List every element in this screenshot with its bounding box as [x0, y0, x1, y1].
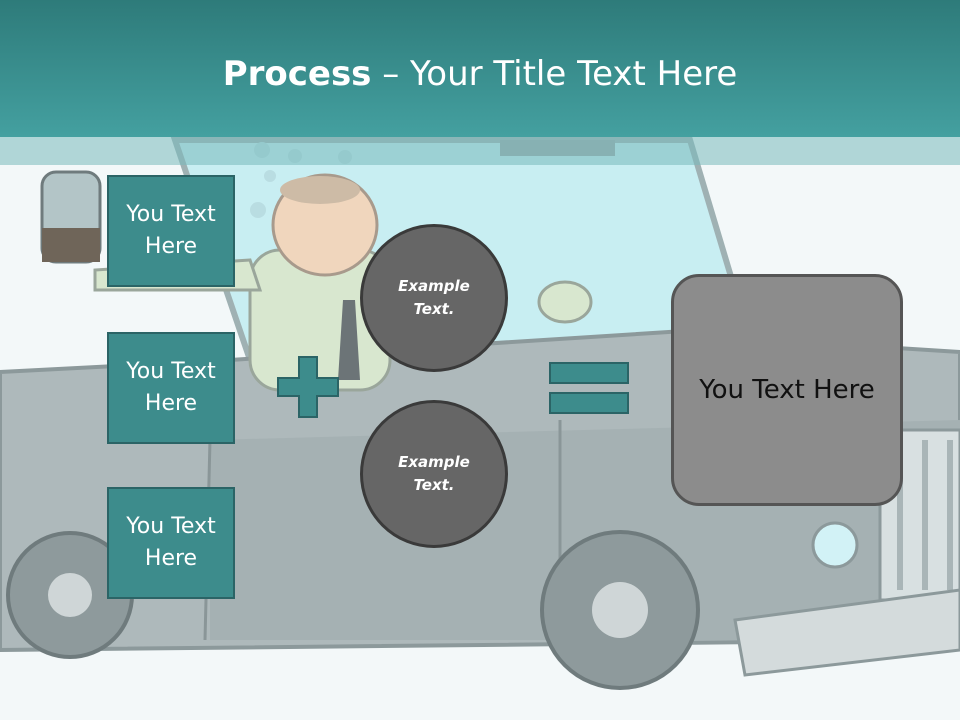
text-box-3-label: You Text Here — [126, 514, 216, 571]
title-bar — [0, 0, 960, 137]
text-box-1: You Text Here — [107, 175, 235, 287]
title-bar-strip — [0, 137, 960, 165]
example-circle-2-label: Example Text. — [398, 453, 470, 494]
plus-icon — [277, 356, 339, 418]
text-box-3: You Text Here — [107, 487, 235, 599]
example-circle-2: Example Text. — [360, 400, 508, 548]
text-box-2: You Text Here — [107, 332, 235, 444]
text-box-1-label: You Text Here — [126, 202, 216, 259]
example-circle-1: Example Text. — [360, 224, 508, 372]
title-rest: – Your Title Text Here — [371, 54, 738, 94]
result-box-label: You Text Here — [699, 375, 875, 405]
slide-title: Process – Your Title Text Here — [0, 52, 960, 96]
result-box: You Text Here — [671, 274, 903, 506]
title-strong: Process — [222, 54, 372, 94]
example-circle-1-label: Example Text. — [398, 277, 470, 318]
equals-icon — [549, 362, 629, 414]
text-box-2-label: You Text Here — [126, 359, 216, 416]
